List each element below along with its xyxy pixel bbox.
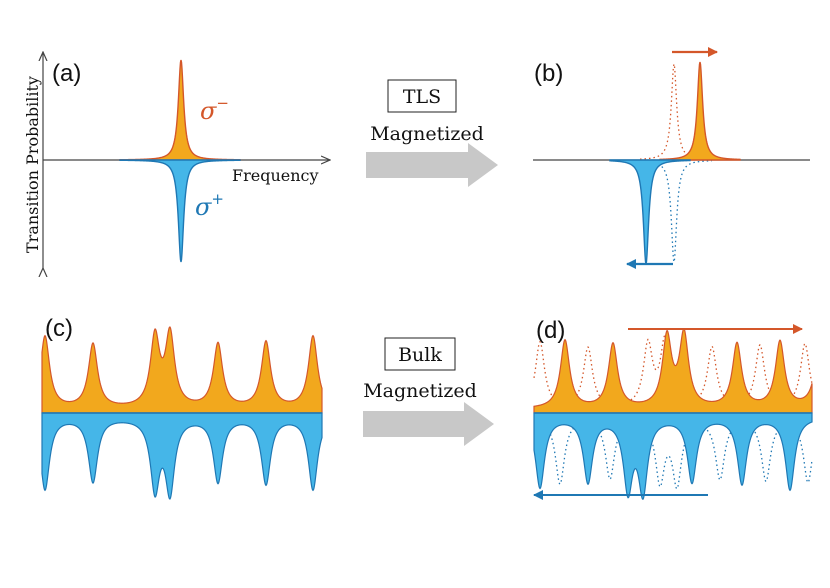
bulk-transition: Bulk Magnetized [363,337,494,446]
shifted-bulk-plus-band [533,412,813,500]
sigma-minus-label: σ− [200,94,229,125]
panel-b-label: (b) [534,60,563,87]
tls-transition: TLS Magnetized [366,79,498,187]
panel-b: (b) [533,47,810,269]
shifted-bulk-minus-band [533,328,813,414]
tls-magnetized-label: Magnetized [370,123,484,145]
shifted-sigma-plus-peak [609,159,691,265]
tls-box-label: TLS [403,86,441,108]
panel-a: (a) Transition Probability Frequency σ− … [23,52,330,268]
y-axis-label: Transition Probability [23,76,42,253]
panel-d-label: (d) [536,317,565,344]
panel-d: (d) [533,317,813,500]
bulk-gray-arrow [363,402,494,446]
bulk-sigma-plus-band [41,412,323,500]
panel-a-label: (a) [52,60,81,87]
bulk-box-label: Bulk [398,344,442,366]
tls-box [387,79,457,113]
shifted-sigma-minus-peak [659,61,741,161]
sigma-plus-peak [119,159,241,263]
panel-c: (c) [41,315,323,500]
panel-c-label: (c) [45,315,73,342]
bulk-box [384,337,456,371]
tls-gray-arrow [366,143,498,187]
bulk-sigma-minus-band [41,326,323,414]
sigma-plus-label: σ+ [195,190,224,221]
x-axis-label: Frequency [232,166,319,185]
bulk-magnetized-label: Magnetized [363,380,477,402]
